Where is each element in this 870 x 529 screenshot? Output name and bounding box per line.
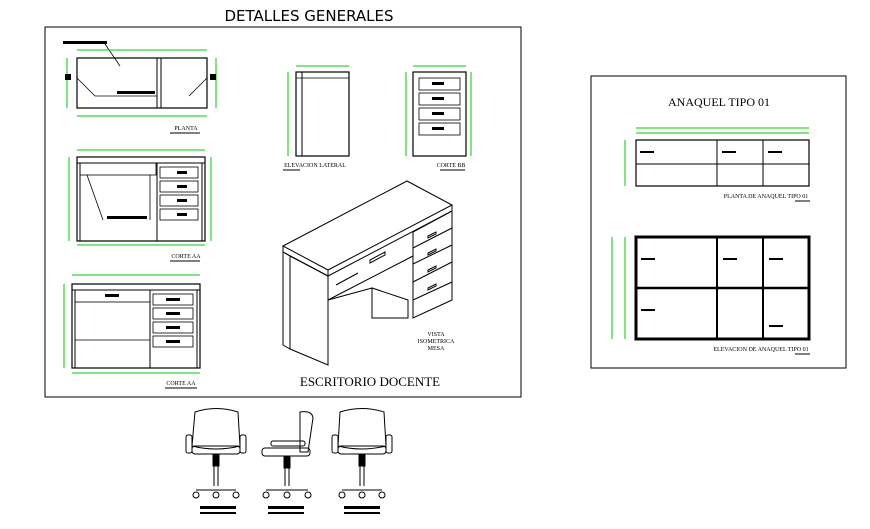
elevacion-lateral-view — [287, 65, 350, 157]
anaquel-planta-label: PLANTA DE ANAQUEL TIPO 01 — [724, 194, 809, 200]
chair-back-view — [331, 408, 393, 499]
planta-label: PLANTA — [174, 126, 198, 132]
isometric-label-line-1: VISTA — [427, 332, 445, 338]
corte-bb-label: CORTE BB — [437, 163, 466, 169]
corte-aa-label-2: CORTE AA — [166, 381, 196, 387]
main-title: DETALLES GENERALES — [225, 7, 394, 25]
anaquel-frame — [590, 75, 847, 369]
corte-aa-view-1 — [68, 149, 212, 246]
anaquel-title: ANAQUEL TIPO 01 — [668, 95, 770, 109]
isometric-label-line-2: ISOMETRICA — [418, 339, 455, 345]
escritorio-title: ESCRITORIO DOCENTE — [300, 374, 440, 389]
planta-view — [63, 41, 217, 117]
anaquel-elevacion-label: ELEVACION DE ANAQUEL TIPO 01 — [713, 347, 808, 353]
corte-aa-label-1: CORTE AA — [171, 254, 201, 260]
elevacion-lateral-label: ELEVACION LATERAL — [284, 163, 346, 169]
chair-front-view — [185, 408, 247, 499]
corte-aa-view-2 — [63, 274, 201, 374]
isometric-desk — [281, 180, 454, 366]
corte-bb-view — [405, 65, 472, 157]
chair-side-view — [261, 411, 314, 499]
escritorio-frame — [44, 26, 522, 398]
isometric-label-line-3: MESA — [428, 346, 445, 352]
anaquel-planta-view — [624, 127, 810, 187]
anaquel-elevacion-view — [611, 235, 811, 341]
